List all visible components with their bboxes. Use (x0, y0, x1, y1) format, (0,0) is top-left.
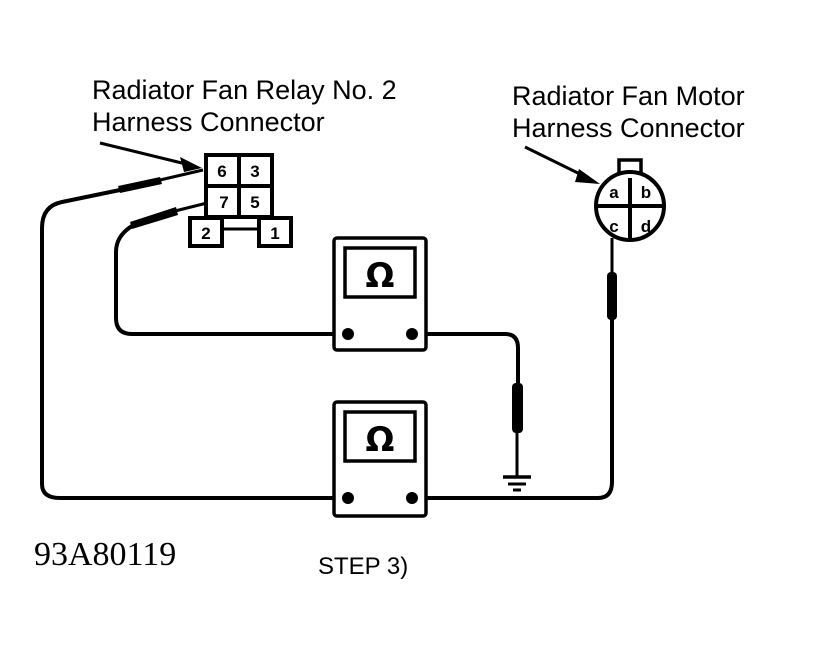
wire-pin7-to-upper-meter (114, 224, 348, 336)
upper-ohmmeter: Ω (332, 236, 428, 352)
probe-to-pin-6 (118, 168, 204, 193)
motor-harness-connector: a b c d (594, 158, 666, 242)
relay-pin-7: 7 (219, 193, 228, 212)
lower-ohmmeter: Ω (332, 400, 428, 518)
motor-pin-a: a (609, 183, 619, 202)
lower-meter-terminal-left (342, 492, 354, 504)
lower-meter-terminal-right (406, 492, 418, 504)
figure-id: 93A80119 (34, 536, 176, 573)
wire-pin6-to-lower-meter (40, 188, 348, 500)
relay-pin-5: 5 (250, 193, 259, 212)
upper-meter-terminal-right (406, 328, 418, 340)
relay-pin-3: 3 (250, 162, 259, 181)
ohm-icon: Ω (366, 420, 395, 460)
upper-meter-terminal-left (342, 328, 354, 340)
relay-pin-1: 1 (270, 224, 279, 243)
ohm-icon: Ω (366, 256, 395, 296)
relay-pin-6: 6 (217, 162, 226, 181)
motor-connector-label-line1: Radiator Fan Motor (512, 81, 745, 111)
motor-pin-c: c (609, 217, 618, 236)
probe-to-motor-pin-c (607, 238, 617, 320)
ground-icon (503, 475, 531, 492)
motor-pointer-arrow (524, 145, 600, 184)
step-label: STEP 3) (318, 553, 408, 580)
probe-to-pin-7 (130, 201, 208, 229)
motor-pin-b: b (641, 183, 651, 202)
relay-pin-2: 2 (201, 224, 210, 243)
relay-harness-connector: 6 3 7 5 2 1 (188, 153, 293, 248)
wire-upper-meter-to-ground (412, 332, 520, 385)
relay-connector-label-line2: Harness Connector (92, 107, 325, 137)
wire-lower-meter-to-motor (412, 318, 614, 500)
relay-connector-label-line1: Radiator Fan Relay No. 2 (92, 75, 397, 105)
probe-to-ground (512, 383, 523, 476)
motor-connector-label-line2: Harness Connector (512, 113, 745, 143)
motor-pin-d: d (641, 217, 651, 236)
relay-pointer-arrow (99, 141, 202, 172)
